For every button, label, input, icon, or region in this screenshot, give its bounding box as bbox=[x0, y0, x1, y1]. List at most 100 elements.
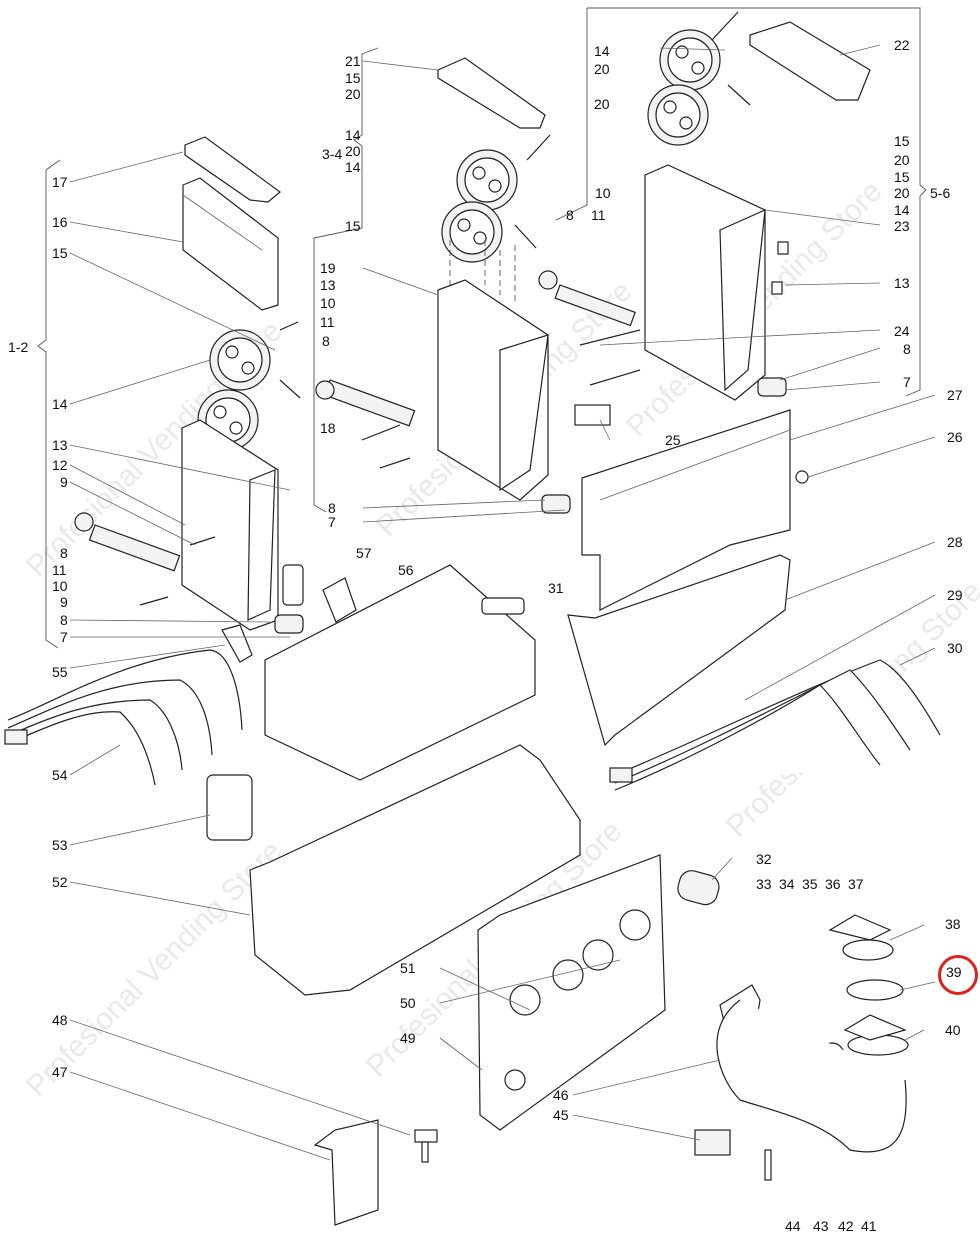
callout-14[interactable]: 14 bbox=[594, 43, 610, 59]
callout-8[interactable]: 8 bbox=[903, 341, 911, 357]
base-52 bbox=[249, 744, 581, 996]
callout-35[interactable]: 35 bbox=[802, 876, 818, 892]
callout-53[interactable]: 53 bbox=[52, 837, 68, 853]
callout-42[interactable]: 42 bbox=[838, 1218, 854, 1234]
callout-31[interactable]: 31 bbox=[548, 580, 564, 596]
callout-22[interactable]: 22 bbox=[894, 37, 910, 53]
auger-11-left bbox=[74, 512, 181, 572]
callout-30[interactable]: 30 bbox=[947, 640, 963, 656]
callout-16[interactable]: 16 bbox=[52, 214, 68, 230]
bracket-47 bbox=[313, 1119, 379, 1226]
callout-37[interactable]: 37 bbox=[848, 876, 864, 892]
callout-8[interactable]: 8 bbox=[322, 333, 330, 349]
part-56 bbox=[322, 577, 357, 623]
callout-32[interactable]: 32 bbox=[756, 851, 772, 867]
callout-10[interactable]: 10 bbox=[320, 295, 336, 311]
callout-20[interactable]: 20 bbox=[594, 61, 610, 77]
callout-14[interactable]: 14 bbox=[345, 127, 361, 143]
callout-12[interactable]: 12 bbox=[52, 457, 68, 473]
callout-27[interactable]: 27 bbox=[947, 387, 963, 403]
mixer-funnel-38 bbox=[828, 914, 894, 961]
callout-51[interactable]: 51 bbox=[400, 960, 416, 976]
callout-9[interactable]: 9 bbox=[60, 474, 68, 490]
gear-14-right-lower bbox=[647, 84, 709, 146]
callout-18[interactable]: 18 bbox=[320, 420, 336, 436]
clip-13-right bbox=[771, 241, 789, 295]
callout-44[interactable]: 44 bbox=[785, 1218, 801, 1234]
callout-40[interactable]: 40 bbox=[945, 1022, 961, 1038]
callout-29[interactable]: 29 bbox=[947, 587, 963, 603]
bracket-5-6-left bbox=[555, 8, 588, 221]
callout-45[interactable]: 45 bbox=[553, 1107, 569, 1123]
callout-10[interactable]: 10 bbox=[595, 185, 611, 201]
callout-20[interactable]: 20 bbox=[594, 96, 610, 112]
callout-49[interactable]: 49 bbox=[400, 1030, 416, 1046]
callout-43[interactable]: 43 bbox=[813, 1218, 829, 1234]
callout-8[interactable]: 8 bbox=[328, 500, 336, 516]
callout-56[interactable]: 56 bbox=[398, 562, 414, 578]
drip-tray-28 bbox=[567, 554, 791, 747]
callout-38[interactable]: 38 bbox=[945, 916, 961, 932]
callout-11[interactable]: 11 bbox=[52, 562, 67, 578]
callout-7[interactable]: 7 bbox=[903, 374, 911, 390]
cover-27 bbox=[581, 409, 791, 611]
callout-24[interactable]: 24 bbox=[894, 323, 910, 339]
callout-15[interactable]: 15 bbox=[894, 133, 910, 149]
callout-26[interactable]: 26 bbox=[947, 429, 963, 445]
callout-52[interactable]: 52 bbox=[52, 874, 68, 890]
part-57 bbox=[282, 564, 304, 606]
callout-39[interactable]: 39 bbox=[946, 964, 962, 980]
hopper-lid-21 bbox=[437, 57, 546, 129]
gear-14-mid-upper bbox=[456, 149, 518, 211]
callout-55[interactable]: 55 bbox=[52, 664, 68, 680]
callout-23[interactable]: 23 bbox=[894, 218, 910, 234]
callout-15[interactable]: 15 bbox=[894, 169, 910, 185]
callout-11[interactable]: 11 bbox=[591, 207, 606, 223]
callout-15[interactable]: 15 bbox=[52, 245, 68, 261]
callout-8[interactable]: 8 bbox=[60, 545, 68, 561]
callout-10[interactable]: 10 bbox=[52, 578, 68, 594]
callout-48[interactable]: 48 bbox=[52, 1012, 68, 1028]
callout-20[interactable]: 20 bbox=[894, 185, 910, 201]
callout-33[interactable]: 33 bbox=[756, 876, 772, 892]
callout-13[interactable]: 13 bbox=[894, 275, 910, 291]
gear-14-right-upper bbox=[659, 29, 721, 91]
highlight-circle-39 bbox=[938, 955, 978, 995]
callout-19[interactable]: 19 bbox=[320, 260, 336, 276]
callout-15[interactable]: 15 bbox=[345, 218, 361, 234]
bushing-26 bbox=[795, 470, 809, 484]
callout-20[interactable]: 20 bbox=[894, 152, 910, 168]
callout-13[interactable]: 13 bbox=[52, 437, 68, 453]
callout-57[interactable]: 57 bbox=[356, 545, 372, 561]
callout-20[interactable]: 20 bbox=[345, 86, 361, 102]
callout-21[interactable]: 21 bbox=[345, 53, 361, 69]
callout-34[interactable]: 34 bbox=[779, 876, 795, 892]
callout-17[interactable]: 17 bbox=[52, 174, 68, 190]
callout-54[interactable]: 54 bbox=[52, 767, 68, 783]
gear-14-mid-lower bbox=[441, 201, 503, 263]
callout-7[interactable]: 7 bbox=[328, 514, 336, 530]
callout-36[interactable]: 36 bbox=[825, 876, 841, 892]
callout-13[interactable]: 13 bbox=[320, 277, 336, 293]
callout-7[interactable]: 7 bbox=[60, 629, 68, 645]
spout-clip bbox=[221, 624, 253, 663]
callout-14[interactable]: 14 bbox=[894, 202, 910, 218]
callout-14[interactable]: 14 bbox=[345, 159, 361, 175]
callout-41[interactable]: 41 bbox=[861, 1218, 877, 1234]
callout-14[interactable]: 14 bbox=[52, 396, 68, 412]
callout-8[interactable]: 8 bbox=[566, 207, 574, 223]
callout-20[interactable]: 20 bbox=[345, 143, 361, 159]
callout-9[interactable]: 9 bbox=[60, 594, 68, 610]
callout-28[interactable]: 28 bbox=[947, 534, 963, 550]
callout-8[interactable]: 8 bbox=[60, 612, 68, 628]
callout-25[interactable]: 25 bbox=[665, 432, 681, 448]
callout-50[interactable]: 50 bbox=[400, 995, 416, 1011]
bracket-5-6 bbox=[587, 7, 927, 397]
callout-11[interactable]: 11 bbox=[320, 314, 335, 330]
callout-15[interactable]: 15 bbox=[345, 70, 361, 86]
motor-bracket-53 bbox=[206, 774, 253, 841]
callout-47[interactable]: 47 bbox=[52, 1064, 68, 1080]
mixer-panel-49 bbox=[477, 854, 666, 1131]
callout-46[interactable]: 46 bbox=[553, 1087, 569, 1103]
